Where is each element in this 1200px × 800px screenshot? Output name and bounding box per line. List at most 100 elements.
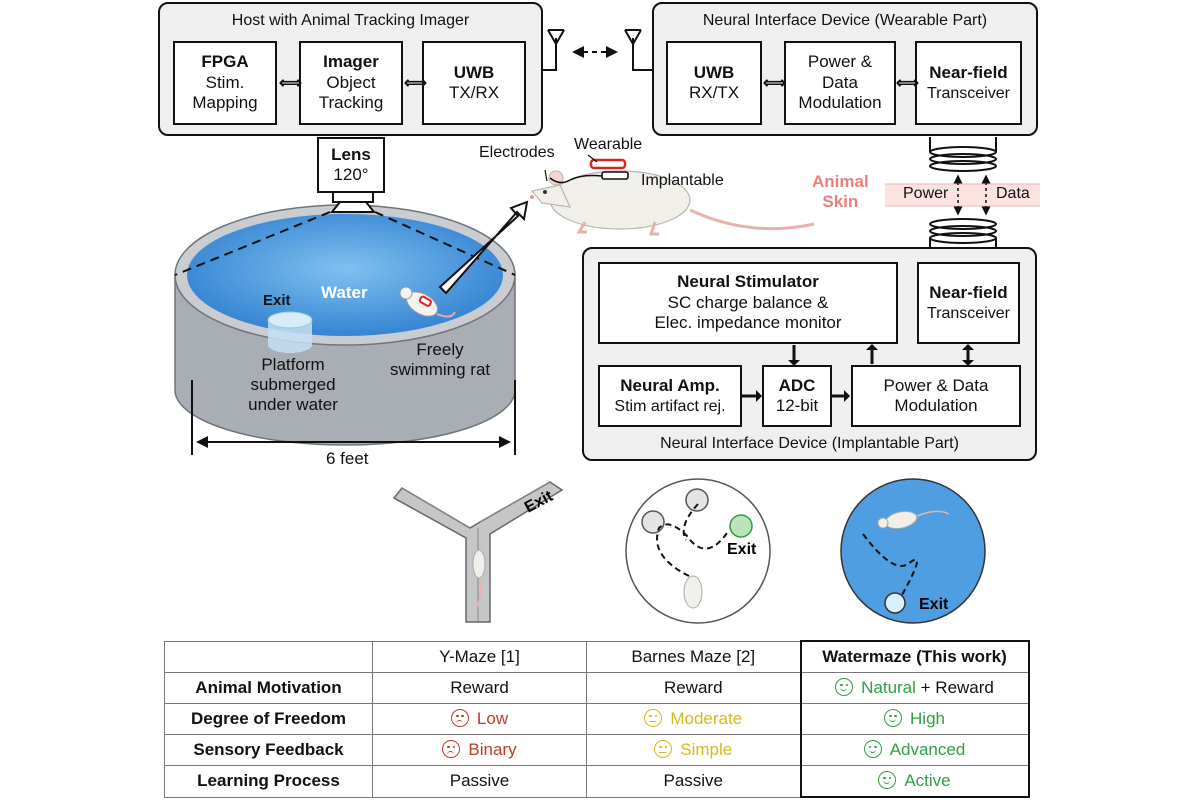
table-header-cell: Watermaze (This work) xyxy=(799,640,1030,673)
table-cell: Reward xyxy=(372,672,587,704)
water-exit-label: Exit xyxy=(919,596,949,613)
wearable-power-line1: Power & xyxy=(807,52,873,72)
imager-uwb-arrow: ⟺ xyxy=(404,75,427,92)
table-cell: Simple xyxy=(586,734,801,766)
platform-line3: under water xyxy=(248,395,338,415)
fpga-line1: Stim. xyxy=(205,72,245,92)
freedom-ymaze: Low xyxy=(476,709,509,728)
host-uwb-line1: TX/RX xyxy=(448,83,500,102)
wearable-power-block: Power & Data Modulation xyxy=(784,41,896,125)
feedback-water: Advanced xyxy=(889,740,966,759)
implant-power-line1: Power & Data xyxy=(883,375,989,395)
antennas xyxy=(536,29,654,71)
table-header-cell: Y-Maze [1] xyxy=(372,640,587,673)
table-row: Animal Motivation Reward Reward Natural … xyxy=(164,672,1030,704)
imager-block: Imager Object Tracking xyxy=(299,41,403,125)
pool-exit-label: Exit xyxy=(263,292,291,309)
wearable-uwb-line1: RX/TX xyxy=(688,83,740,102)
motivation-reward: + Reward xyxy=(915,678,994,697)
happy-face-icon xyxy=(835,678,854,696)
table-header-cell: Barnes Maze [2] xyxy=(586,640,801,673)
amp-adc-power-arrows xyxy=(742,390,850,402)
power-nearfield-arrow: ⟺ xyxy=(896,75,919,92)
feedback-barnes: Simple xyxy=(680,740,733,759)
pool-illustration xyxy=(174,191,529,455)
platform-line1: Platform xyxy=(261,355,325,374)
adc-block: ADC 12-bit xyxy=(762,365,832,427)
wearable-nearfield-line1: Transceiver xyxy=(927,84,1010,102)
swim-line1: Freely xyxy=(416,340,464,359)
imager-line1: Object xyxy=(326,72,376,92)
table-header-row: Y-Maze [1] Barnes Maze [2] Watermaze (Th… xyxy=(164,640,1030,673)
wearable-power-line3: Modulation xyxy=(798,93,882,113)
y-maze-illustration: Exit xyxy=(392,481,564,623)
platform-line2: submerged xyxy=(250,375,336,395)
imager-title: Imager xyxy=(323,52,379,72)
barnes-maze-illustration: Exit xyxy=(625,478,771,624)
table-cell: Moderate xyxy=(586,703,801,735)
host-title: Host with Animal Tracking Imager xyxy=(231,12,470,29)
happy-face-icon xyxy=(884,709,903,727)
fpga-title: FPGA xyxy=(201,52,249,72)
happy-face-icon xyxy=(863,740,882,758)
freedom-water: High xyxy=(910,709,945,728)
adc-line1: 12-bit xyxy=(775,396,819,415)
table-cell: High xyxy=(799,703,1030,735)
implant-nearfield-title: Near-field xyxy=(929,283,1008,303)
neutral-face-icon xyxy=(654,740,673,758)
row-label: Learning Process xyxy=(164,765,373,798)
lens-block: Lens 120° xyxy=(317,137,385,193)
table-row: Sensory Feedback Binary Simple Advanced xyxy=(164,734,1030,766)
neutral-face-icon xyxy=(644,709,663,727)
animal-skin-label: Animal Skin xyxy=(812,172,869,213)
implant-power-line2: Modulation xyxy=(894,396,978,415)
lens-title: Lens xyxy=(331,144,371,164)
wearable-label: Wearable xyxy=(574,136,643,153)
diagram-drawing-layer xyxy=(174,29,1040,455)
wearable-title: Neural Interface Device (Wearable Part) xyxy=(702,12,988,29)
table-header-cell xyxy=(164,640,373,673)
stimulator-block: Neural Stimulator SC charge balance & El… xyxy=(598,262,898,344)
wearable-power-line2: Data xyxy=(822,72,858,92)
stimulator-line2: Elec. impedance monitor xyxy=(654,313,842,333)
table-cell: Advanced xyxy=(799,734,1030,766)
rat-illustration xyxy=(530,154,815,236)
row-label: Animal Motivation xyxy=(164,672,373,704)
pool-size-label: 6 feet xyxy=(326,449,369,468)
host-uwb-block: UWB TX/RX xyxy=(422,41,526,125)
skin-line1: Animal xyxy=(812,172,869,191)
amp-block: Neural Amp. Stim artifact rej. xyxy=(598,365,742,427)
sad-face-icon xyxy=(442,740,461,758)
stimulator-title: Neural Stimulator xyxy=(677,272,819,292)
table-cell: Active xyxy=(799,765,1030,798)
stimulator-line1: SC charge balance & xyxy=(667,292,829,312)
wearable-uwb-title: UWB xyxy=(693,62,735,82)
table-cell: Reward xyxy=(586,672,801,704)
adc-title: ADC xyxy=(778,375,816,395)
table-row: Learning Process Passive Passive Active xyxy=(164,765,1030,798)
lens-angle: 120° xyxy=(333,165,369,184)
wearable-uwb-block: UWB RX/TX xyxy=(666,41,762,125)
table-row: Degree of Freedom Low Moderate High xyxy=(164,703,1030,735)
fpga-block: FPGA Stim. Mapping xyxy=(173,41,277,125)
swimming-rat-label: Freely swimming rat xyxy=(390,340,490,380)
host-uwb-title: UWB xyxy=(453,62,495,82)
skin-data-label: Data xyxy=(996,185,1030,202)
row-label: Degree of Freedom xyxy=(164,703,373,735)
freedom-barnes: Moderate xyxy=(670,709,743,728)
implant-nearfield-block: Near-field Transceiver xyxy=(917,262,1020,344)
amp-title: Neural Amp. xyxy=(620,376,720,396)
table-cell: Passive xyxy=(586,765,801,798)
sad-face-icon xyxy=(450,709,469,727)
amp-line1: Stim artifact rej. xyxy=(614,397,726,415)
wearable-nearfield-block: Near-field Transceiver xyxy=(915,41,1022,125)
implant-nearfield-line1: Transceiver xyxy=(927,304,1010,322)
platform-label: Platform submerged under water xyxy=(238,355,348,415)
happy-face-icon xyxy=(878,771,897,789)
row-label: Sensory Feedback xyxy=(164,734,373,766)
table-cell: Binary xyxy=(372,734,587,766)
feedback-ymaze: Binary xyxy=(468,740,517,759)
fpga-line2: Mapping xyxy=(192,93,258,113)
electrodes-label: Electrodes xyxy=(479,144,555,161)
implant-arrows xyxy=(788,344,974,366)
